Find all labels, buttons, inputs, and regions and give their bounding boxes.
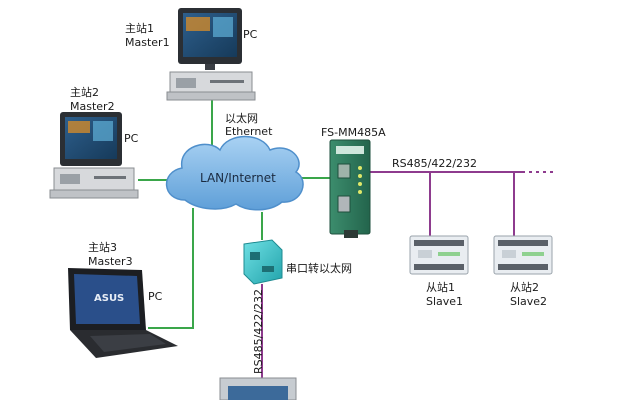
vertical-bus-label: RS485/422/232 — [252, 288, 265, 374]
fs-mm485a-device — [329, 139, 371, 238]
serial-links — [261, 171, 555, 392]
master2-pc — [49, 112, 139, 199]
ethernet-label-cn: 以太网 — [225, 112, 258, 125]
master1-pc — [166, 8, 256, 101]
slave1-plc — [409, 235, 469, 275]
slave2-label-cn: 从站2 — [510, 281, 539, 294]
master1-label-cn: 主站1 — [125, 22, 154, 35]
slave2-label-en: Slave2 — [510, 295, 548, 308]
master2-label-en: Master2 — [70, 100, 115, 113]
link-master3-cloud — [148, 208, 194, 329]
ethernet-label-en: Ethernet — [225, 125, 273, 138]
master3-laptop — [68, 268, 178, 358]
slave2-plc — [493, 235, 553, 275]
laptop-brand: ASUS — [94, 293, 125, 304]
device-label: FS-MM485A — [321, 126, 386, 139]
lan-cloud — [165, 135, 304, 211]
serial-ethernet-converter — [243, 239, 283, 285]
bus-label: RS485/422/232 — [392, 157, 478, 170]
master3-label-cn: 主站3 — [88, 241, 117, 254]
slave1-label-en: Slave1 — [426, 295, 464, 308]
master3-label-en: Master3 — [88, 255, 133, 268]
master1-label-en: Master1 — [125, 36, 170, 49]
converter-label: 串口转以太网 — [286, 262, 352, 275]
hmi-panel — [219, 377, 297, 401]
master1-pc-label: PC — [243, 28, 258, 41]
master2-label-cn: 主站2 — [70, 86, 99, 99]
master3-pc-label: PC — [148, 290, 163, 303]
master2-pc-label: PC — [124, 132, 139, 145]
cloud-label: LAN/Internet — [200, 171, 276, 185]
ethernet-links — [138, 98, 335, 329]
slave1-label-cn: 从站1 — [426, 281, 455, 294]
